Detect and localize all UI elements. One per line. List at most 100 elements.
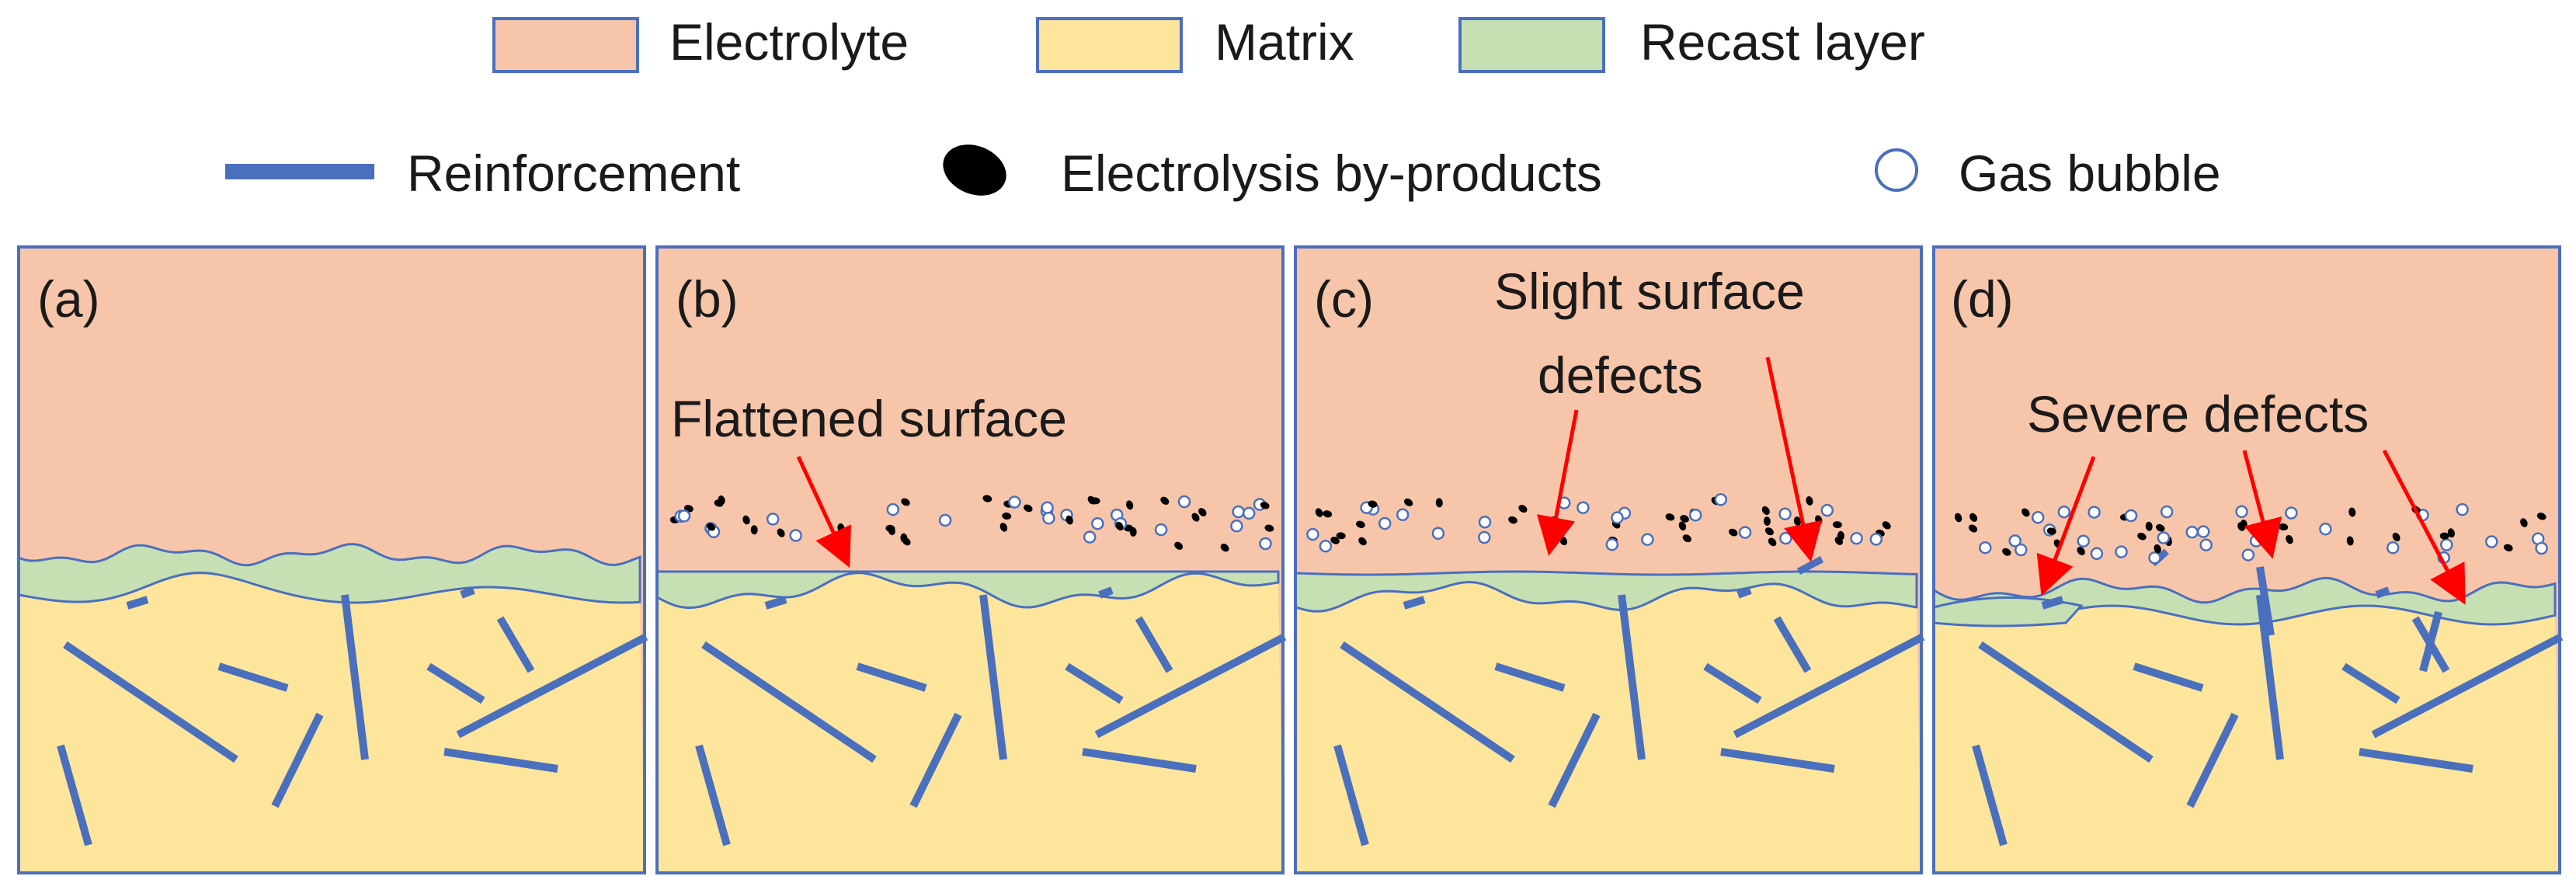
electrolysis-by-product	[1763, 516, 1771, 527]
electrolysis-by-product	[1435, 498, 1443, 508]
reinforcement-fiber	[460, 586, 475, 599]
gas-bubble	[1577, 501, 1590, 514]
reinforcement-fiber	[1720, 748, 1835, 773]
electrolysis-by-product	[1404, 498, 1413, 506]
electrolysis-by-product	[1518, 505, 1528, 513]
reinforcement-fiber	[126, 596, 149, 610]
annotation-flattened-surface: Flattened surface	[671, 390, 1067, 447]
legend-label-reinforcement: Reinforcement	[407, 144, 740, 202]
electrolysis-by-product	[1969, 513, 1978, 522]
gas-bubble	[1306, 527, 1319, 541]
gas-bubble	[1230, 520, 1243, 533]
reinforcement-fiber	[695, 744, 731, 847]
reinforcement-fiber	[1135, 616, 1173, 673]
electrolysis-by-product	[706, 523, 715, 531]
gas-bubble	[1431, 527, 1445, 541]
electrolysis-by-product	[1682, 534, 1691, 543]
reinforcement-fiber	[1736, 586, 1752, 599]
reinforcement-fiber	[2341, 662, 2400, 704]
gas-bubble	[938, 513, 952, 527]
electrolysis-by-product	[982, 495, 993, 502]
annotation-slight-surface: Slight surface	[1494, 262, 1805, 320]
panel-border	[1294, 245, 1923, 874]
gas-bubble	[1714, 493, 1728, 506]
electrolysis-by-product	[742, 515, 750, 525]
gas-bubble	[1979, 541, 1992, 555]
arrow-severe-defect-right	[2382, 449, 2466, 605]
electrolysis-by-product	[2439, 532, 2449, 540]
electrolysis-by-product	[1191, 513, 1200, 522]
electrolysis-by-product	[1220, 544, 1229, 552]
legend-label-recast-layer: Recast layer	[1640, 13, 1925, 71]
gas-bubble	[2440, 538, 2453, 551]
gas-bubble	[1478, 516, 1492, 529]
electrolysis-by-product	[1129, 527, 1137, 537]
electrolysis-by-product	[2392, 532, 2400, 542]
reinforcement-fiber	[1340, 641, 1515, 763]
hollow-circle-icon	[1875, 148, 1918, 192]
electrolysis-by-product	[2503, 544, 2513, 551]
reinforcement-fiber	[443, 748, 558, 773]
gas-bubble	[2008, 534, 2022, 548]
electrolysis-by-product	[1728, 528, 1738, 537]
electrolysis-by-product	[1508, 516, 1517, 524]
legend-item-matrix: Matrix	[1036, 13, 1354, 73]
reinforcement-fiber	[1098, 586, 1114, 599]
arrow-flattened-surface	[796, 455, 851, 568]
gas-bubble	[2535, 541, 2548, 555]
recast-layer	[1932, 576, 2557, 626]
gas-bubble	[1232, 505, 1245, 519]
electrolysis-by-product	[2536, 513, 2546, 520]
reinforcement-fiber	[2256, 594, 2284, 760]
electrolysis-by-product	[1024, 504, 1033, 513]
legend-item-electrolysis-by-products: Electrolysis by-products	[943, 144, 1602, 202]
reinforcement-fiber	[1494, 662, 1566, 692]
gas-bubble	[1042, 511, 1055, 525]
reinforcement-fiber	[2371, 633, 2564, 739]
electrolysis-by-product	[1358, 537, 1367, 546]
electrolysis-by-product	[2154, 544, 2161, 554]
electrolysis-by-product	[1315, 508, 1323, 517]
gas-bubble	[677, 509, 691, 523]
reinforcement-fiber	[1703, 662, 1762, 704]
gas-bubble	[1605, 537, 1619, 551]
reinforcement-fiber	[1618, 594, 1646, 760]
gas-bubble	[2241, 548, 2255, 561]
electrolysis-by-product	[1356, 520, 1365, 528]
panel-border	[1932, 245, 2561, 874]
electrolyte-swatch	[492, 17, 639, 73]
legend-label-matrix: Matrix	[1215, 13, 1354, 71]
gas-bubble	[2386, 541, 2400, 555]
black-particle-icon	[943, 144, 1006, 196]
panel-a	[17, 245, 648, 874]
panel-c-label: (c)	[1314, 270, 1374, 328]
gas-bubble	[2485, 535, 2498, 548]
gas-bubble	[1738, 526, 1752, 539]
gas-bubble	[1154, 523, 1168, 537]
electrolysis-by-product	[1002, 512, 1012, 520]
electrolysis-by-product	[1160, 496, 1170, 505]
electrolysis-by-product	[750, 525, 758, 535]
electrolysis-by-product	[2286, 534, 2293, 544]
electrolysis-by-product	[1678, 521, 1687, 531]
gas-bubble	[2015, 543, 2028, 557]
reinforcement-fiber	[1972, 744, 2008, 847]
gas-bubble	[2196, 525, 2210, 538]
gas-bubble	[1319, 539, 1333, 553]
legend-item-recast-layer: Recast layer	[1458, 13, 1925, 73]
gas-bubble	[1396, 508, 1410, 522]
gas-bubble	[1041, 501, 1054, 514]
gas-bubble	[1820, 503, 1834, 517]
reinforcement-fiber	[1094, 633, 1287, 739]
electrolysis-by-product	[1198, 508, 1207, 516]
reinforcement-fiber	[2133, 662, 2204, 692]
reinforcement-fiber	[2359, 748, 2473, 773]
electrolysis-by-product	[2237, 522, 2245, 531]
gas-bubble	[2319, 522, 2332, 536]
reinforcement-fiber	[1773, 616, 1812, 673]
reinforcement-fiber	[1733, 633, 1925, 739]
electrolysis-by-product	[777, 528, 785, 537]
gas-bubble	[1177, 495, 1191, 509]
gas-bubble	[2456, 502, 2469, 516]
panel-b	[655, 245, 1287, 874]
